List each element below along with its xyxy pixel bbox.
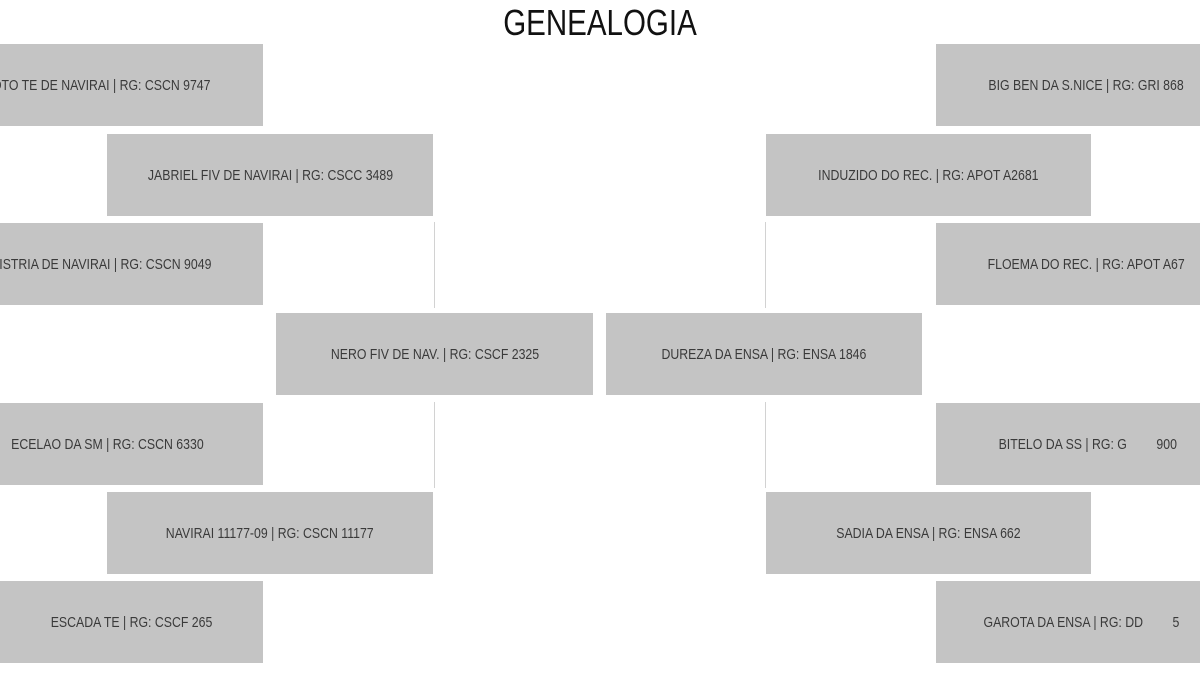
sire-great-grandparent-box: ECELAO DA SM | RG: CSCN 6330 bbox=[0, 403, 263, 485]
connector-line bbox=[765, 402, 766, 488]
great-grandparent-label: FLOEMA DO REC. | RG: APOT A67 bbox=[987, 255, 1185, 273]
sire-great-grandparent-box: ISTRIA DE NAVIRAI | RG: CSCN 9049 bbox=[0, 223, 263, 305]
connector-line bbox=[434, 222, 435, 308]
sire-great-grandparent-box: ESCADA TE | RG: CSCF 265 bbox=[0, 581, 263, 663]
connector-line bbox=[765, 222, 766, 308]
sire-great-grandparent-box: OTO TE DE NAVIRAI | RG: CSCN 9747 bbox=[0, 44, 263, 126]
grandparent-label: INDUZIDO DO REC. | RG: APOT A2681 bbox=[818, 166, 1039, 184]
grandparent-label: SADIA DA ENSA | RG: ENSA 662 bbox=[836, 524, 1021, 542]
dam-great-grandparent-box: FLOEMA DO REC. | RG: APOT A67 bbox=[936, 223, 1200, 305]
maternal-granddam-box: SADIA DA ENSA | RG: ENSA 662 bbox=[766, 492, 1091, 574]
page-title: GENEALOGIA bbox=[503, 2, 697, 43]
great-grandparent-label: ISTRIA DE NAVIRAI | RG: CSCN 9049 bbox=[0, 255, 212, 273]
sire-box: NERO FIV DE NAV. | RG: CSCF 2325 bbox=[276, 313, 593, 395]
paternal-grandsire-box: JABRIEL FIV DE NAVIRAI | RG: CSCC 3489 bbox=[107, 134, 433, 216]
dam-box: DUREZA DA ENSA | RG: ENSA 1846 bbox=[606, 313, 922, 395]
dam-great-grandparent-box: BIG BEN DA S.NICE | RG: GRI 868 bbox=[936, 44, 1200, 126]
maternal-grandsire-box: INDUZIDO DO REC. | RG: APOT A2681 bbox=[766, 134, 1091, 216]
great-grandparent-label: ESCADA TE | RG: CSCF 265 bbox=[50, 613, 213, 631]
great-grandparent-label: ECELAO DA SM | RG: CSCN 6330 bbox=[11, 435, 204, 453]
paternal-granddam-box: NAVIRAI 11177-09 | RG: CSCN 11177 bbox=[107, 492, 433, 574]
sire-label: NERO FIV DE NAV. | RG: CSCF 2325 bbox=[330, 345, 539, 363]
grandparent-label: NAVIRAI 11177-09 | RG: CSCN 11177 bbox=[166, 524, 374, 542]
connector-line bbox=[434, 402, 435, 488]
grandparent-label: JABRIEL FIV DE NAVIRAI | RG: CSCC 3489 bbox=[147, 166, 393, 184]
great-grandparent-label: BIG BEN DA S.NICE | RG: GRI 868 bbox=[988, 76, 1184, 94]
great-grandparent-label: OTO TE DE NAVIRAI | RG: CSCN 9747 bbox=[0, 76, 211, 94]
dam-label: DUREZA DA ENSA | RG: ENSA 1846 bbox=[661, 345, 867, 363]
